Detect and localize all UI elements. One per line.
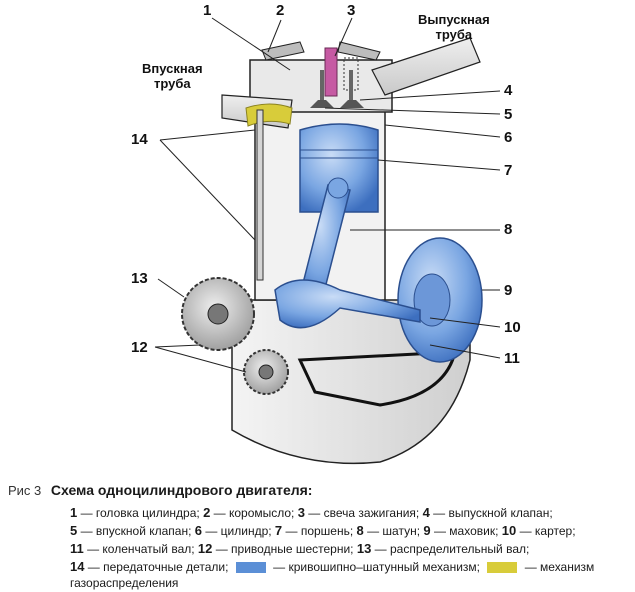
callout-1: 1 [203,2,212,19]
engine-diagram: 1 2 3 4 5 6 7 8 9 10 11 12 13 14 Выпускн… [131,2,521,465]
callout-8: 8 [504,221,513,238]
callout-11: 11 [504,350,520,367]
legend-num: 10 [501,523,517,538]
valve-stem-intake [320,70,324,108]
legend-text: — шатун; [363,524,424,538]
legend-num: 8 [356,523,364,538]
legend-text: — приводные шестерни; [212,542,357,556]
legend-num: 14 [70,559,85,574]
exhaust-label-line2: труба [435,27,473,42]
exhaust-pipe-label: Выпускная труба [418,12,490,42]
legend-num: 2 [203,505,211,520]
rocker-arm-left [261,41,305,61]
legend-num: 5 [70,523,78,538]
callout-6: 6 [504,129,513,146]
yellow-swatch [487,562,518,574]
callout-5: 5 [504,106,513,123]
callout-4: 4 [504,82,513,99]
callout-3: 3 [347,2,356,19]
intake-pipe-label: Впускная труба [142,61,203,91]
legend-line-4: 14 — передаточные детали; — кривошипно–ш… [70,559,594,574]
callout-13: 13 [131,270,148,287]
legend-num: 1 [70,505,78,520]
callout-7: 7 [504,162,513,179]
engine-illustration [154,17,501,465]
blue-swatch [235,562,266,574]
legend-text: — передаточные детали; [84,560,229,574]
legend-line-1: 1 — головка цилиндра; 2 — коромысло; 3 —… [70,505,553,520]
rocker-arm-right [337,41,381,61]
callout-2: 2 [276,2,285,19]
figure-caption: Рис 3 Схема одноцилиндрового двигателя: … [0,470,635,592]
exhaust-pipe [371,37,481,96]
legend-num: 13 [356,541,372,556]
piston [299,123,379,213]
legend-num: 6 [194,523,202,538]
legend-text: — головка цилиндра; [77,506,204,520]
figure-number: Рис 3 [8,483,42,498]
intake-label-line1: Впускная [142,61,203,76]
legend-text: — поршень; [282,524,357,538]
intake-valve [310,100,334,108]
push-rod [256,109,264,281]
legend-num: 4 [422,505,430,520]
exhaust-label-line1: Выпускная [418,12,490,27]
leader-lines [154,17,501,373]
legend-line-2: 5 — впускной клапан; 6 — цилиндр; 7 — по… [70,523,576,538]
valve-stem-exhaust [349,70,353,108]
legend-num: 9 [423,523,431,538]
figure-title: Схема одноцилиндрового двигателя: [50,482,313,498]
crankshaft [274,279,421,329]
legend-text: — маховик; [430,524,502,538]
callout-10: 10 [504,319,521,336]
legend-num: 11 [70,541,84,556]
blue-legend-label: — кривошипно–шатунный механизм; [269,560,481,574]
caption-title-row: Рис 3 Схема одноцилиндрового двигателя: [8,482,312,498]
legend-line-5: газораспределения [70,576,179,590]
legend-num: 7 [274,523,283,538]
callout-12: 12 [131,339,148,356]
callout-9: 9 [504,282,513,299]
legend-text: — свеча зажигания; [304,506,423,520]
legend-text: — картер; [516,524,576,538]
yellow-legend-label: — механизм [521,560,595,574]
legend-num: 3 [297,505,305,520]
legend-num: 12 [197,541,213,556]
legend-text: — распределительный вал; [371,542,530,556]
intake-label-line2: труба [153,76,191,91]
legend-text: — впускной клапан; [77,524,195,538]
legend-text: — выпускной клапан; [429,506,553,520]
callout-14: 14 [131,131,148,148]
exhaust-valve [340,100,364,108]
legend-text: — коленчатый вал; [83,542,198,556]
legend-line-3: 11 — коленчатый вал; 12 — приводные шест… [70,541,529,556]
spark-plug [324,47,338,97]
legend-text: — цилиндр; [202,524,275,538]
legend-text: — коромысло; [210,506,298,520]
